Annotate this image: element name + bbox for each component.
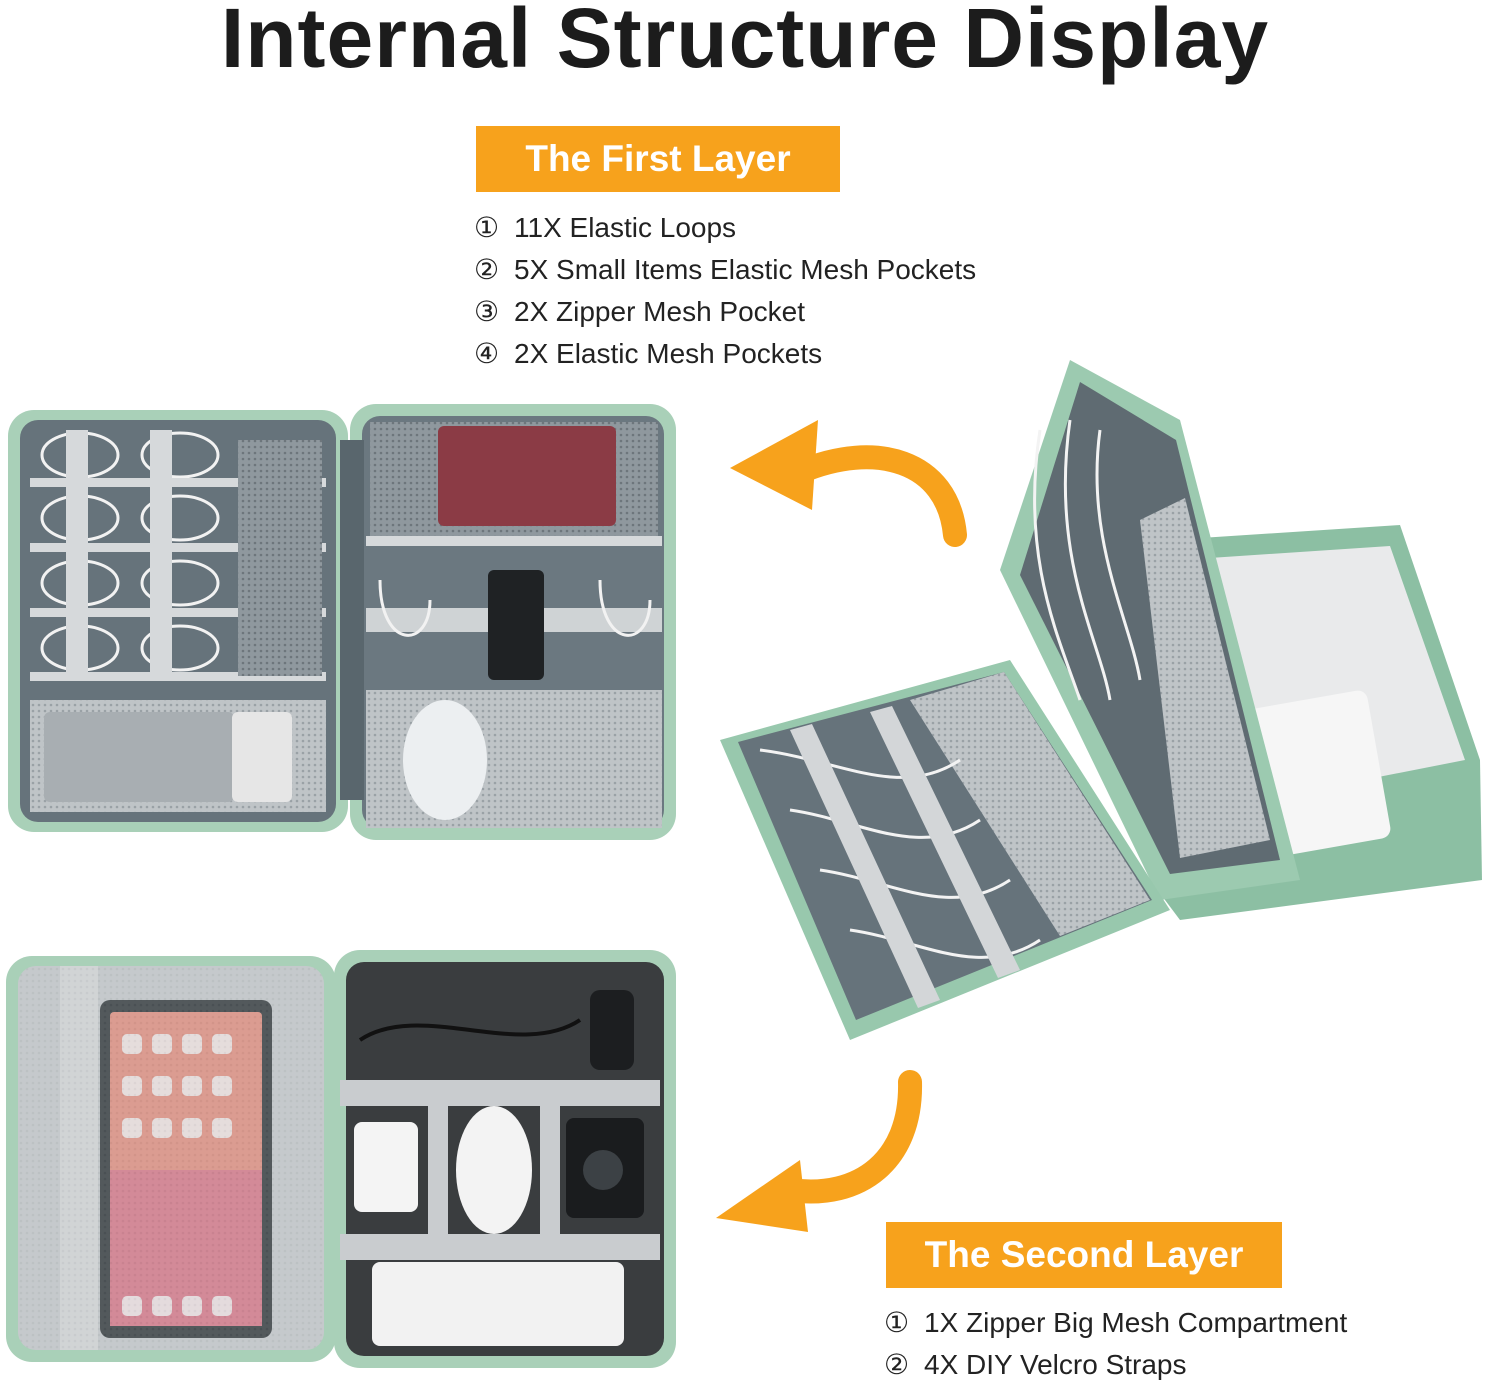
- arrow-to-second-layer-icon: [716, 1070, 923, 1232]
- first-layer-case-photo: [8, 404, 676, 840]
- page-title: Internal Structure Display: [220, 0, 1270, 85]
- arrow-to-first-layer-icon: [730, 420, 967, 547]
- first-layer-heading: The First Layer: [476, 126, 840, 192]
- second-layer-case-photo: [6, 950, 676, 1368]
- second-layer-heading: The Second Layer: [886, 1222, 1282, 1288]
- angled-case-photo: [720, 360, 1482, 1040]
